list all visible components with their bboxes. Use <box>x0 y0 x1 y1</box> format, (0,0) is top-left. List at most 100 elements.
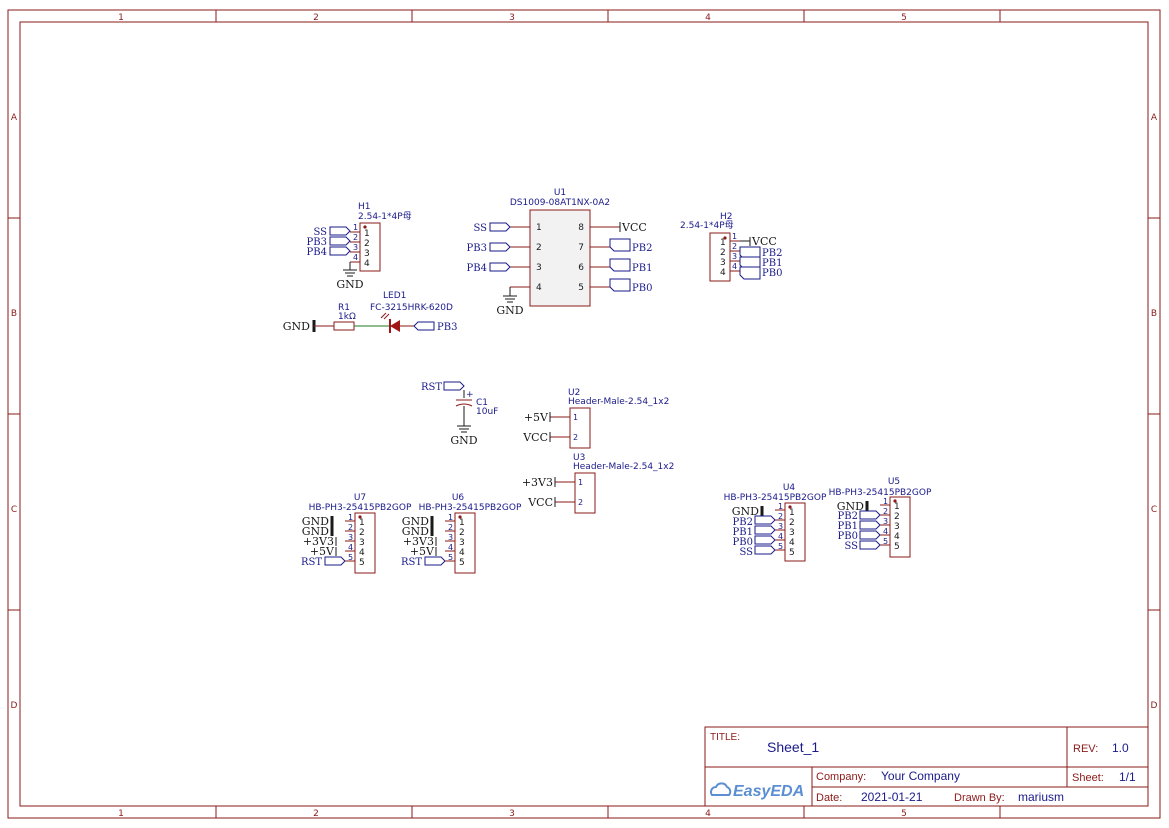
u7-value: HB-PH3-25415PB2GOP <box>309 503 412 513</box>
component-u2[interactable]: U2 Header-Male-2.54_1x2 1 2 +5V VCC <box>522 388 669 449</box>
u5-pin-1-name: 1 <box>894 502 900 512</box>
u6-pin-3-name: 3 <box>459 538 465 548</box>
u1-net-pb1: PB1 <box>632 263 652 274</box>
col-label-4: 4 <box>705 13 711 23</box>
component-u5[interactable]: U5 HB-PH3-25415PB2GOP 1 2 3 4 5 1 2 3 4 … <box>829 477 932 558</box>
u6-pin-4-name: 4 <box>459 548 465 558</box>
u5-net-pb1: PB1 <box>838 521 858 532</box>
u7-pin-2-name: 2 <box>359 528 365 538</box>
h1-gnd: GND <box>336 278 363 291</box>
h1-pin-3-name: 3 <box>364 249 370 259</box>
h2-pin-4-name: 4 <box>720 268 726 278</box>
row-label-a-right: A <box>1151 113 1158 123</box>
h1-pin-3-no: 3 <box>353 243 358 252</box>
u4-net-pb2: PB2 <box>733 517 753 528</box>
h1-body <box>359 222 381 272</box>
u5-net-pb2: PB2 <box>838 511 858 522</box>
u4-net-gnd: GND <box>732 505 759 518</box>
component-u4[interactable]: U4 HB-PH3-25415PB2GOP 1 2 3 4 5 1 2 3 4 … <box>724 483 827 562</box>
u7-pin-4-name: 4 <box>359 548 365 558</box>
u4-pin-3-no: 3 <box>778 522 783 531</box>
u4-pin-2-name: 2 <box>789 518 795 528</box>
h1-pin-4-no: 4 <box>353 253 358 262</box>
u5-net-ss: SS <box>844 541 858 552</box>
u5-pin-4-no: 4 <box>883 527 888 536</box>
r1-body <box>333 321 355 331</box>
h2-pin-1-name: 1 <box>720 238 726 248</box>
led1-net-pb3: PB3 <box>437 322 457 333</box>
u2-body <box>569 407 591 449</box>
u1-pin-8: 8 <box>578 223 584 233</box>
u6-pin-5-name: 5 <box>459 558 465 568</box>
u1-net-pb2: PB2 <box>632 243 652 254</box>
u4-pin-3-name: 3 <box>789 528 795 538</box>
u5-pin-2-no: 2 <box>883 507 888 516</box>
component-u3[interactable]: U3 Header-Male-2.54_1x2 1 2 +3V3 VCC <box>522 453 675 514</box>
u1-net-pb0: PB0 <box>632 283 652 294</box>
u7-net-rst: RST <box>301 557 322 568</box>
u5-net-pb0: PB0 <box>838 531 858 542</box>
u1-net-pb4: PB4 <box>467 263 487 274</box>
drawn-by-value: mariusm <box>1018 790 1064 804</box>
u5-value: HB-PH3-25415PB2GOP <box>829 488 932 498</box>
component-led1-r1[interactable]: LED1 FC-3215HRK-620D R1 1kΩ GND PB3 <box>283 291 458 333</box>
u7-pin-1-name: 1 <box>359 518 365 528</box>
h1-net-pb3: PB3 <box>307 237 327 248</box>
h2-pin-2-name: 2 <box>720 248 726 258</box>
h2-value: 2.54-1*4P母 <box>680 220 734 231</box>
u6-net-5v: +5V <box>410 545 435 558</box>
u3-pin-1: 1 <box>578 478 583 487</box>
col-label-3-bottom: 3 <box>509 809 515 819</box>
u2-net-5v: +5V <box>524 411 549 424</box>
u7-pin-5-no: 5 <box>348 553 353 562</box>
u5-pin-1-no: 1 <box>883 497 888 506</box>
component-u1[interactable]: U1 DS1009-08AT1NX-0A2 1 2 3 4 8 7 6 5 SS… <box>467 188 653 317</box>
u6-pin-3-no: 3 <box>448 533 453 542</box>
h2-net-pb0: PB0 <box>762 268 782 279</box>
component-u6[interactable]: U6 HB-PH3-25415PB2GOP 1 2 3 4 5 1 2 3 4 … <box>401 493 522 574</box>
h1-pin-2-name: 2 <box>364 239 370 249</box>
u1-pin-7: 7 <box>578 243 584 253</box>
u7-pin-3-no: 3 <box>348 533 353 542</box>
u1-pin-2: 2 <box>536 243 542 253</box>
sheet-label: Sheet: <box>1072 772 1104 784</box>
u1-pin-3: 3 <box>536 263 542 273</box>
led1-triangle <box>390 320 400 332</box>
h1-pin-4-name: 4 <box>364 259 370 269</box>
component-h2[interactable]: H2 2.54-1*4P母 1 2 3 4 1 2 3 4 VCC PB2 PB… <box>680 212 782 282</box>
u3-net-3v3: +3V3 <box>522 476 553 489</box>
u4-pin-1-name: 1 <box>789 508 795 518</box>
h1-pin1-marker <box>363 225 367 229</box>
u4-value: HB-PH3-25415PB2GOP <box>724 493 827 503</box>
u1-body <box>529 209 591 307</box>
u6-net-gnd-1: GND <box>402 515 429 528</box>
company-value: Your Company <box>881 769 960 783</box>
c1-net-rst: RST <box>421 382 442 393</box>
u7-pin-1-no: 1 <box>348 513 353 522</box>
u3-ref: U3 <box>573 453 585 463</box>
h2-net-pb2: PB2 <box>762 248 782 259</box>
u1-pin-4: 4 <box>536 283 542 293</box>
component-c1[interactable]: RST + C1 10uF GND <box>421 381 498 447</box>
component-u7[interactable]: U7 HB-PH3-25415PB2GOP 1 2 3 4 5 1 2 3 4 … <box>301 493 412 574</box>
u5-pin-3-name: 3 <box>894 522 900 532</box>
u6-pin-1-no: 1 <box>448 513 453 522</box>
title-block: TITLE: Sheet_1 REV: 1.0 Company: Your Co… <box>704 726 1149 807</box>
u7-net-gnd-1: GND <box>302 515 329 528</box>
component-h1[interactable]: H1 2.54-1*4P母 1 2 3 4 1 2 3 4 SS PB3 PB4… <box>307 202 412 291</box>
row-label-b-right: B <box>1151 309 1157 319</box>
u4-ref: U4 <box>783 483 796 493</box>
r1-ref: R1 <box>338 303 350 313</box>
title-label: TITLE: <box>710 732 740 743</box>
company-label: Company: <box>816 771 866 783</box>
u7-net-3v3: +3V3 <box>303 535 334 548</box>
u2-value: Header-Male-2.54_1x2 <box>568 397 669 407</box>
u4-net-pb1: PB1 <box>733 527 753 538</box>
u4-pin-1-no: 1 <box>778 502 783 511</box>
row-label-d-right: D <box>1151 701 1158 711</box>
h2-pin-2-no: 2 <box>732 242 737 251</box>
u2-net-vcc: VCC <box>522 431 548 444</box>
u7-pin-4-no: 4 <box>348 543 353 552</box>
u5-net-gnd: GND <box>837 500 864 513</box>
